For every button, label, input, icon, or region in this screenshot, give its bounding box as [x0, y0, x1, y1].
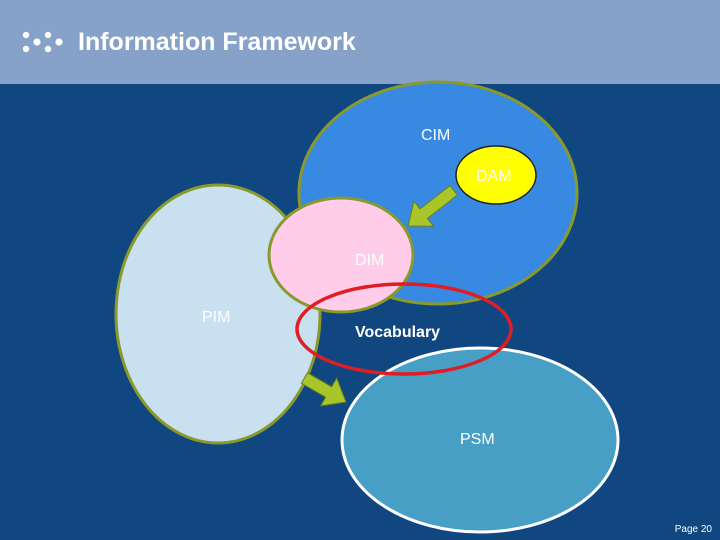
dim-ellipse — [267, 196, 415, 314]
vocabulary-label: Vocabulary — [355, 324, 440, 341]
cim-label: CIM — [421, 127, 450, 144]
dam-to-dim-arrow — [407, 184, 459, 227]
dots-logo-icon — [22, 31, 63, 53]
page-number: Page 20 — [674, 524, 712, 535]
dam-ellipse — [455, 145, 537, 205]
pim-label: PIM — [202, 309, 230, 326]
psm-label: PSM — [460, 431, 495, 448]
dim-label: DIM — [355, 252, 384, 269]
dam-label: DAM — [476, 168, 512, 185]
vocabulary-highlight-ring — [295, 282, 513, 376]
pim-to-psm-arrow — [300, 372, 347, 407]
psm-ellipse — [340, 346, 620, 534]
header-bar: Information Framework — [0, 0, 720, 84]
page-title: Information Framework — [78, 28, 356, 56]
